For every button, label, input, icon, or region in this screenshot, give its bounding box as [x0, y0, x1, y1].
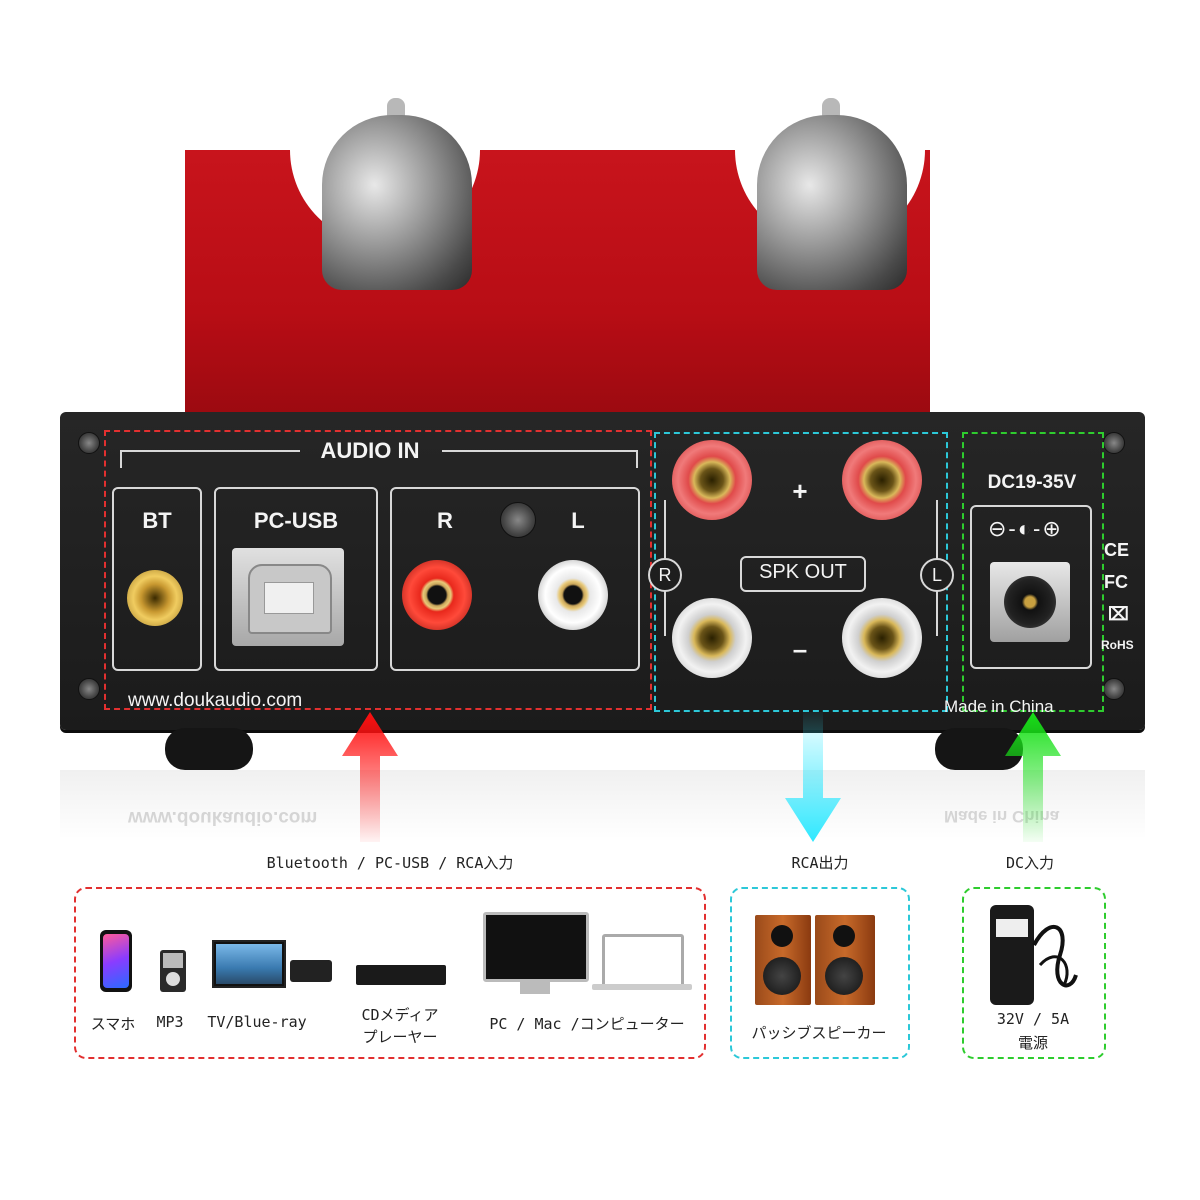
power-caption-line1: 32V / 5A — [996, 1010, 1070, 1028]
audio-in-label: AUDIO IN — [320, 438, 420, 463]
pc-usb-section — [214, 487, 378, 671]
spk-out-box — [740, 556, 866, 592]
laptop-base-icon — [592, 984, 692, 990]
speaker-terminal-left-plus[interactable] — [842, 440, 922, 520]
dc-in-highlight — [962, 432, 1104, 712]
input-devices-box — [74, 887, 706, 1059]
header-line-left — [120, 450, 300, 452]
power-adapter-icon — [990, 905, 1034, 1005]
speaker-left-icon — [755, 915, 811, 1005]
tv-caption: TV/Blue-ray — [207, 1013, 307, 1031]
vacuum-tube-left — [322, 115, 472, 290]
speakers-caption: パッシブスピーカー — [751, 1024, 887, 1042]
rca-right-input[interactable] — [402, 560, 472, 630]
header-line-right — [442, 450, 638, 452]
power-caption-line2: 電源 — [1017, 1034, 1048, 1052]
fc-mark: FC — [1104, 572, 1128, 592]
phone-caption: スマホ — [90, 1015, 136, 1033]
dc-in-caption: DC入力 — [1005, 854, 1055, 872]
website-label: www.doukaudio.com — [128, 690, 303, 711]
rca-out-caption: RCA出力 — [791, 854, 849, 872]
pc-caption: PC / Mac /コンピューター — [489, 1015, 685, 1033]
tv-icon — [212, 940, 286, 988]
screw-icon — [78, 432, 100, 454]
plus-label: + — [792, 476, 808, 506]
arrow-down-cyan-icon — [785, 712, 841, 842]
power-box — [962, 887, 1106, 1059]
smartphone-icon — [100, 930, 132, 992]
speaker-terminal-left-minus[interactable] — [842, 598, 922, 678]
laptop-icon — [602, 934, 684, 988]
cd-caption-line1: CDメディア — [361, 1006, 439, 1024]
inputs-caption: Bluetooth / PC-USB / RCA入力 — [266, 854, 514, 872]
rca-left-input[interactable] — [538, 560, 608, 630]
rca-l-label: L — [571, 508, 585, 533]
router-icon — [290, 960, 332, 982]
reflection-shadow — [60, 770, 1145, 840]
dc-voltage-label: DC19-35V — [987, 472, 1077, 493]
minus-label: – — [792, 634, 808, 664]
spk-r-label: R — [648, 558, 682, 592]
bt-label: BT — [142, 508, 172, 533]
vacuum-tube-right — [757, 115, 907, 290]
pc-usb-label: PC-USB — [253, 508, 339, 533]
rohs-mark: RoHS — [1101, 638, 1134, 652]
speaker-right-icon — [815, 915, 875, 1005]
tube-tip-right — [822, 98, 840, 120]
screw-icon — [1103, 432, 1125, 454]
screw-icon — [78, 678, 100, 700]
monitor-icon — [483, 912, 589, 982]
arrow-up-red-icon — [342, 712, 398, 842]
arrow-up-green-icon — [1005, 712, 1061, 842]
dc-section — [970, 505, 1092, 669]
spk-out-label: SPK OUT — [759, 561, 847, 583]
tube-tip-left — [387, 98, 405, 120]
polarity-icon: ⊖-◐-⊕ — [988, 516, 1063, 541]
amp-foot-left — [165, 728, 253, 770]
weee-icon: ⌧ — [1108, 604, 1129, 624]
spk-l-label: L — [920, 558, 954, 592]
speakers-box — [730, 887, 910, 1059]
power-cable-icon — [1032, 924, 1078, 988]
speaker-terminal-right-minus[interactable] — [672, 598, 752, 678]
cd-player-icon — [356, 965, 446, 985]
speaker-terminal-right-plus[interactable] — [672, 440, 752, 520]
dc-jack[interactable] — [990, 562, 1070, 642]
rca-in-section — [390, 487, 640, 671]
mp3-player-icon — [160, 950, 186, 992]
made-in-label: Made in China — [944, 697, 1054, 716]
rca-r-label: R — [437, 508, 453, 533]
mp3-caption: MP3 — [156, 1013, 184, 1031]
panel-screw-icon — [500, 502, 536, 538]
bt-antenna-connector[interactable] — [127, 570, 183, 626]
cd-caption-line2: プレーヤー — [362, 1028, 438, 1046]
header-line-right-end — [636, 450, 638, 468]
ce-mark: CE — [1104, 540, 1130, 560]
monitor-stand-icon — [520, 980, 550, 994]
audio-in-highlight — [104, 430, 652, 710]
screw-icon — [1103, 678, 1125, 700]
header-line-left-end — [120, 450, 122, 468]
bt-section — [112, 487, 202, 671]
amp-foot-right — [935, 728, 1023, 770]
usb-b-port[interactable] — [232, 548, 344, 646]
